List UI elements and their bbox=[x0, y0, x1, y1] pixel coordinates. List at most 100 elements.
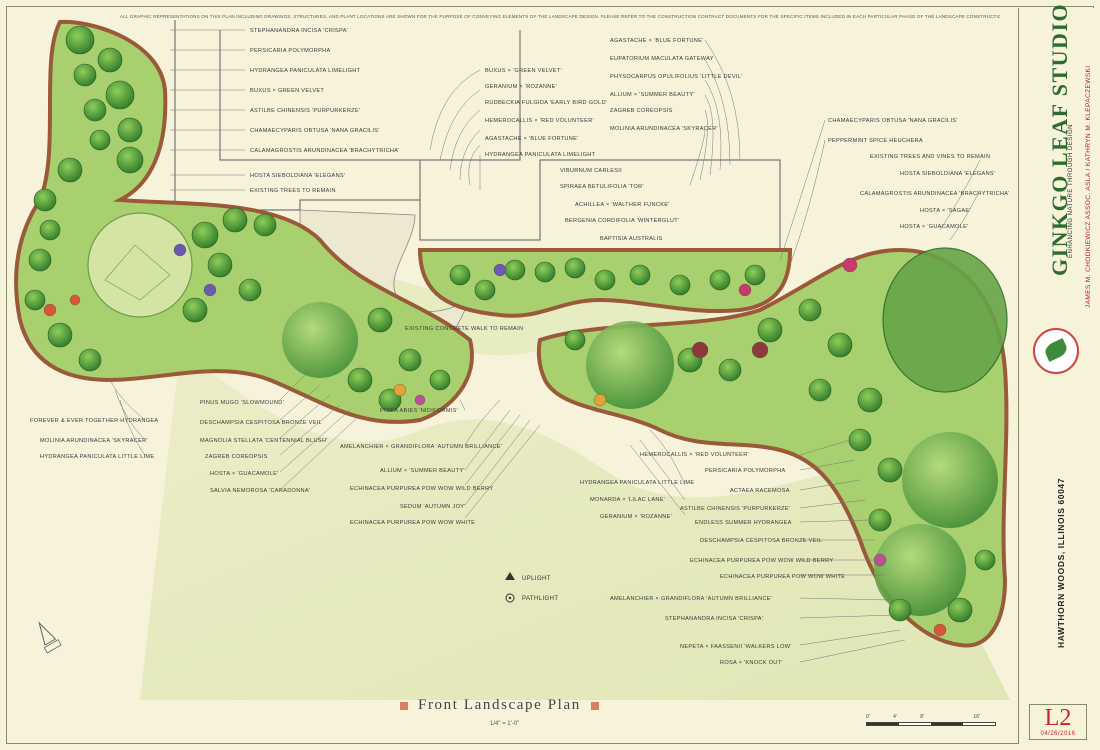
labels-top-center-left: BUXUS × 'GREEN VELVET' GERANIUM × 'ROZAN… bbox=[485, 68, 607, 158]
plant-label: PINUS MUGO 'SLOWMOUND' bbox=[200, 400, 284, 406]
plant-label: MONARDA × 'LILAC LANE' bbox=[590, 497, 665, 503]
ginkgo-logo-icon bbox=[1033, 328, 1079, 374]
sheet-number: L2 bbox=[1044, 705, 1072, 731]
plant-label: HYDRANGEA PANICULATA LIMELIGHT bbox=[485, 152, 596, 158]
plan-scale: 1/4" = 1'-0" bbox=[490, 721, 520, 727]
plant-label: EXISTING TREES AND VINES TO REMAIN bbox=[870, 154, 990, 160]
plant-label: DESCHAMPSIA CESPITOSA BRONZE VEIL bbox=[200, 420, 322, 426]
perennial-accents bbox=[43, 243, 947, 637]
plant-label: SALVIA NEMOROSA 'CARADONNA' bbox=[210, 488, 310, 494]
labels-center-bottom-mid: PICEA ABIES 'NIDIFORMIS' AMELANCHIER × G… bbox=[340, 408, 502, 526]
plant-label: ASTILBE CHINENSIS 'PURPURKERZE' bbox=[250, 108, 360, 114]
plant-label: AGASTACHE × 'BLUE FORTUNE' bbox=[610, 38, 704, 44]
plant-label: ALLIUM × 'SUMMER BEAUTY' bbox=[610, 92, 695, 98]
plant-label: HOSTA × 'GUACAMOLE' bbox=[900, 224, 969, 230]
plant-label: STEPHANANDRA INCISA 'CRISPA' bbox=[250, 28, 348, 34]
plant-label: ECHINACEA PURPUREA POW WOW WHITE bbox=[720, 574, 845, 580]
plant-label: PEPPERMINT SPICE HEUCHERA bbox=[828, 138, 923, 144]
plant-label: SPIRAEA BETULIFOLIA 'TOR' bbox=[560, 184, 644, 190]
plant-label: HOSTA × 'GUACAMOLE' bbox=[210, 471, 279, 477]
plant-label: ZAGREB COREOPSIS bbox=[205, 454, 268, 460]
plant-label: ASTILBE CHINENSIS 'PURPURKERZE' bbox=[680, 506, 790, 512]
plant-label: EXISTING TREES TO REMAIN bbox=[250, 188, 336, 194]
labels-right-bottom: HEMEROCALLIS × 'RED VOLUNTEER' PERSICARI… bbox=[610, 452, 845, 666]
lawn-area bbox=[140, 350, 1010, 700]
labels-center-bottom-right: HYDRANGEA PANICULATA LITTLE LIME MONARDA… bbox=[580, 480, 694, 520]
title-bullet-icon bbox=[400, 701, 408, 710]
label-leader-lines bbox=[109, 29, 981, 663]
plan-title-text: Front Landscape Plan bbox=[418, 697, 581, 713]
designer-names: JAMES M. CHODKIEWICZ ASSOC. ASLA / KATHR… bbox=[1085, 65, 1092, 308]
plant-label: HOSTA SIEBOLDIANA 'ELEGANS' bbox=[250, 173, 345, 179]
labels-right-top: CHAMAECYPARIS OBTUSA 'NANA GRACILIS' PEP… bbox=[828, 118, 1009, 230]
pathlight-label: PATHLIGHT bbox=[522, 596, 558, 602]
plant-label: BUXUS × 'GREEN VELVET' bbox=[485, 68, 562, 74]
plant-label: AGASTACHE × 'BLUE FORTUNE' bbox=[485, 136, 579, 142]
plant-label: NEPETA × FAASSENII 'WALKERS LOW' bbox=[680, 644, 792, 650]
plant-label: PICEA ABIES 'NIDIFORMIS' bbox=[380, 408, 458, 414]
plant-label: MOLINIA ARUNDINACEA 'SKYRACER' bbox=[40, 438, 148, 444]
plant-label: BAPTISIA AUSTRALIS bbox=[600, 236, 663, 242]
large-tree-southeast bbox=[902, 432, 998, 528]
plant-label: HYDRANGEA PANICULATA LITTLE LIME bbox=[580, 480, 694, 486]
plant-label: GERANIUM × 'ROZANNE' bbox=[600, 514, 672, 520]
plant-label: MOLINIA ARUNDINACEA 'SKYRACER' bbox=[610, 126, 718, 132]
plant-label: PHYSOCARPUS OPULIFOLIUS 'LITTLE DEVIL' bbox=[610, 74, 743, 80]
plant-label: ENDLESS SUMMER HYDRANGEA bbox=[695, 520, 792, 526]
plant-label: ECHINACEA PURPUREA POW WOW WHITE bbox=[350, 520, 475, 526]
shrub-massing bbox=[24, 25, 996, 623]
plant-label: HOSTA × 'SAGAE' bbox=[920, 208, 971, 214]
plant-label: ACTAEA RACEMOSA bbox=[730, 488, 790, 494]
tagline: ENHANCING NATURE THROUGH DESIGN bbox=[1068, 124, 1074, 258]
scale-bar bbox=[866, 722, 996, 726]
pathlight-icon bbox=[505, 593, 515, 603]
plant-label: EUPATORIUM MACULATA GATEWAY bbox=[610, 56, 714, 62]
plant-label: PERSICARIA POLYMORPHA bbox=[250, 48, 331, 54]
uplight-icon bbox=[505, 572, 515, 580]
plant-label: ECHINACEA PURPUREA POW WOW WILD BERRY bbox=[350, 486, 493, 492]
plant-label: AMELANCHIER × GRANDIFLORA 'AUTUMN BRILLI… bbox=[610, 596, 772, 602]
large-tree-south-east-2 bbox=[874, 524, 966, 616]
sheet-number-box: L2 04/26/2016 bbox=[1029, 704, 1087, 740]
plant-label: ECHINACEA PURPUREA POW WOW WILD BERRY bbox=[690, 558, 833, 564]
large-tree-south bbox=[586, 321, 674, 409]
top-note: ALL GRAPHIC REPRESENTATIONS ON THIS PLAN… bbox=[120, 14, 1000, 19]
plant-label: CHAMAECYPARIS OBTUSA 'NANA GRACILIS' bbox=[828, 118, 958, 124]
scale-bar-labels: 0' 4' 8' 16' bbox=[866, 714, 980, 720]
plant-label: SEDUM 'AUTUMN JOY' bbox=[400, 504, 466, 510]
plant-label: STEPHANANDRA INCISA 'CRISPA' bbox=[665, 616, 763, 622]
uplight-label: UPLIGHT bbox=[522, 576, 551, 582]
plant-label: BUXUS × GREEN VELVET bbox=[250, 88, 324, 94]
plant-label: CHAMAECYPARIS OBTUSA 'NANA GRACILIS' bbox=[250, 128, 380, 134]
planting-plan-drawing: STEPHANANDRA INCISA 'CRISPA' PERSICARIA … bbox=[14, 19, 1010, 700]
title-block: GINKGO LEAF STUDIO ENHANCING NATURE THRO… bbox=[1018, 3, 1094, 744]
labels-center: VIBURNUM CARLESII SPIRAEA BETULIFOLIA 'T… bbox=[560, 168, 679, 242]
plant-label: HYDRANGEA PANICULATA LITTLE LIME bbox=[40, 454, 154, 460]
plant-label: BERGENIA CORDIFOLIA 'WINTERGLUT' bbox=[565, 218, 679, 224]
labels-top-center-right: AGASTACHE × 'BLUE FORTUNE' EUPATORIUM MA… bbox=[610, 38, 743, 132]
plant-label: GERANIUM × 'ROZANNE' bbox=[485, 84, 557, 90]
plant-label: ZAGREB COREOPSIS bbox=[610, 108, 673, 114]
plant-label: MAGNOLIA STELLATA 'CENTENNIAL BLUSH' bbox=[200, 438, 328, 444]
plant-label: HYDRANGEA PANICULATA LIMELIGHT bbox=[250, 68, 361, 74]
large-tree-west bbox=[87, 212, 193, 318]
plant-label: HEMEROCALLIS × 'RED VOLUNTEER' bbox=[640, 452, 749, 458]
north-arrow-icon bbox=[38, 621, 62, 654]
labels-left-bottom: FOREVER & EVER TOGETHER HYDRANGEA MOLINI… bbox=[30, 418, 158, 460]
lighting-legend: UPLIGHT PATHLIGHT bbox=[505, 572, 558, 603]
labels-center-bottom-left: PINUS MUGO 'SLOWMOUND' DESCHAMPSIA CESPI… bbox=[200, 400, 328, 494]
plant-label: CALAMAGROSTIS ARUNDINACEA 'BRACHYTRICHA' bbox=[250, 148, 400, 154]
plan-title: Front Landscape Plan bbox=[390, 697, 609, 714]
plant-label: ACHILLEA × 'WALTHER FUNCKE' bbox=[575, 202, 670, 208]
walk-label: EXISTING CONCRETE WALK TO REMAIN bbox=[405, 326, 523, 332]
plant-label: ALLIUM × 'SUMMER BEAUTY' bbox=[380, 468, 465, 474]
sheet-date: 04/26/2016 bbox=[1040, 731, 1076, 737]
plant-label: PERSICARIA POLYMORPHA bbox=[705, 468, 786, 474]
plant-label: VIBURNUM CARLESII bbox=[560, 168, 622, 174]
large-tree-east bbox=[882, 247, 1008, 393]
plant-label: AMELANCHIER × GRANDIFLORA 'AUTUMN BRILLI… bbox=[340, 444, 502, 450]
plant-label: RUDBECKIA FULGIDA 'EARLY BIRD GOLD' bbox=[485, 100, 607, 106]
plant-label: HOSTA SIEBOLDIANA 'ELEGANS' bbox=[900, 171, 995, 177]
title-bullet-icon bbox=[590, 701, 599, 710]
